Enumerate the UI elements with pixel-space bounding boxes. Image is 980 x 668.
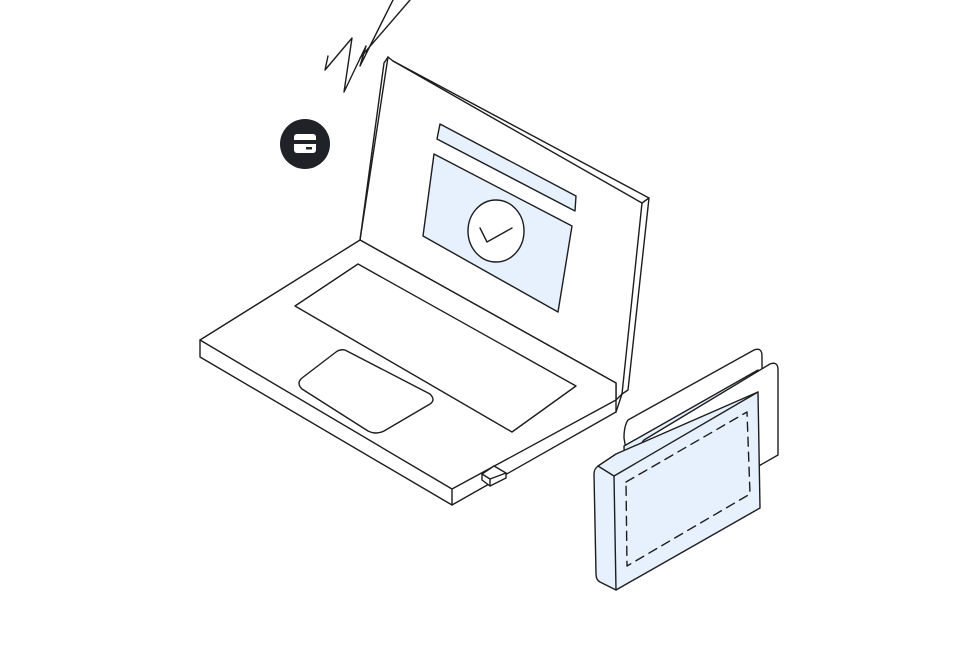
trackpad	[298, 349, 434, 434]
card-badge	[280, 119, 330, 169]
laptop-base	[199, 239, 623, 506]
usb-plug	[481, 465, 507, 487]
success-check-circle	[467, 199, 525, 263]
keyboard-area	[294, 263, 577, 433]
check-icon	[479, 227, 513, 243]
wallet	[593, 348, 779, 591]
wallet-stitching	[625, 411, 751, 567]
credit-card-icon	[294, 134, 316, 153]
wallet-front	[593, 391, 761, 591]
scribble-mark	[324, 0, 411, 93]
laptop-screen	[422, 123, 577, 313]
screen-header-bar	[436, 123, 577, 212]
